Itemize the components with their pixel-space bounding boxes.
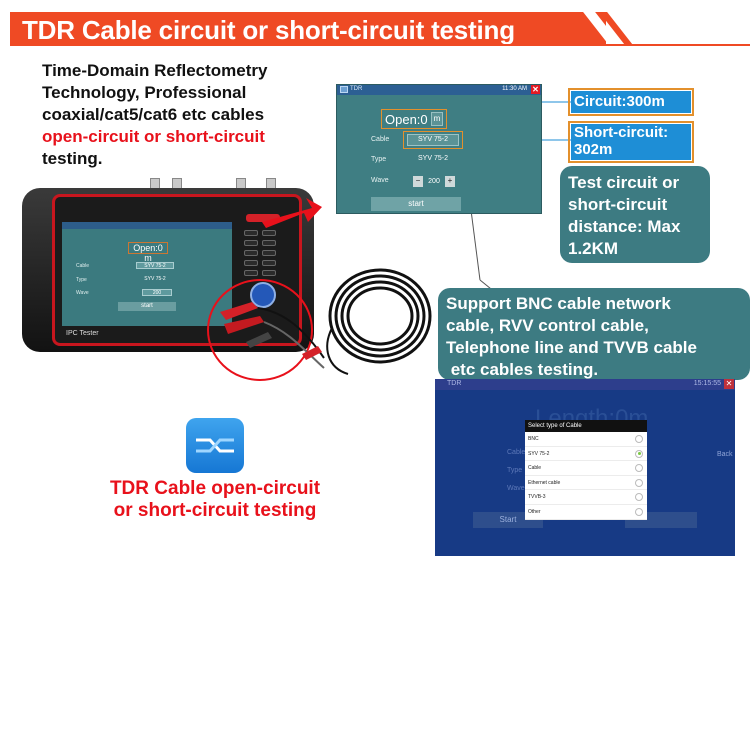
type-side-label: Type [507, 467, 523, 474]
start-button[interactable]: start [371, 197, 461, 211]
type-value: SYV 75-2 [418, 155, 448, 162]
tdr-app-icon[interactable] [186, 418, 244, 473]
page-title: TDR Cable circuit or short-circuit testi… [22, 15, 515, 45]
back-button[interactable]: Back [717, 451, 733, 458]
open-readout: Open:0 [385, 112, 428, 127]
device-key [262, 270, 276, 276]
support-info-box: Support BNC cable network cable, RVV con… [438, 288, 750, 380]
support-line: Support BNC cable network [446, 294, 671, 313]
ipc-tester-device: Open:0 m Cable SYV 75-2 Type SYV 75-2 Wa… [22, 178, 314, 358]
tdr-clock: 11:30 AM [502, 86, 527, 92]
intro-line: testing. [42, 149, 103, 168]
cable-field-highlight [403, 131, 463, 149]
type-label: Type [371, 156, 387, 163]
distance-line: short-circuit [568, 195, 668, 214]
distance-line: distance: Max [568, 217, 681, 236]
dialog-title: Select type of Cable [525, 420, 647, 432]
wave-value: 200 [428, 178, 440, 185]
device-start-button: start [118, 302, 176, 311]
support-line: Telephone line and TVVB cable [446, 338, 697, 357]
distance-line: 1.2KM [568, 239, 619, 258]
tdr-title: TDR [350, 86, 363, 92]
caption-line: TDR Cable open-circuit [109, 478, 321, 499]
cable-option[interactable]: Other [525, 505, 647, 520]
cable-coil-icon [318, 258, 436, 378]
banner-background [10, 12, 606, 45]
device-key [244, 240, 258, 246]
device-key [262, 230, 276, 236]
short-circuit-value: 302m [574, 141, 613, 158]
circuit-callout: Circuit:300m [571, 91, 691, 113]
intro-line: Time-Domain Reflectometry [42, 61, 268, 80]
tdr-titlebar: TDR 11:30 AM ✕ [337, 85, 541, 95]
device-key [244, 250, 258, 256]
intro-line: Technology, Professional [42, 83, 247, 102]
wave-side-label: Wave [507, 485, 525, 492]
intro-line: coaxial/cat5/cat6 etc cables [42, 105, 265, 124]
banner-underline [10, 44, 750, 46]
cable-select[interactable]: SYV 75-2 [407, 134, 459, 146]
alligator-clips-icon [206, 272, 326, 384]
power-key [246, 214, 280, 222]
device-key [262, 240, 276, 246]
caption-line: or short-circuit testing [113, 500, 317, 521]
wave-label: Wave [371, 177, 389, 184]
cable-option[interactable]: TVVB-3 [525, 490, 647, 505]
header-banner: TDR Cable circuit or short-circuit testi… [10, 12, 633, 45]
radio-icon[interactable] [635, 507, 643, 516]
radio-icon[interactable] [635, 435, 643, 443]
device-key [244, 260, 258, 266]
intro-line-highlight: open-circuit or short-circuit [42, 127, 265, 146]
cable-side-label: Cable [507, 449, 526, 456]
device-key [244, 270, 258, 276]
radio-icon[interactable] [635, 464, 643, 473]
support-line: cable, RVV control cable, [446, 316, 649, 335]
device-cable-value: SYV 75-2 [136, 262, 174, 269]
distance-line: Test circuit or [568, 173, 680, 192]
radio-selected-icon[interactable] [635, 449, 643, 458]
select-cable-dialog: Select type of Cable BNC SYV 75-2 Cable … [525, 420, 647, 520]
short-circuit-callout: Short-circuit: 302m [571, 124, 691, 160]
radio-icon[interactable] [635, 478, 643, 487]
cable-option[interactable]: SYV 75-2 [525, 447, 647, 462]
cable-label: Cable [371, 136, 390, 143]
device-screen: Open:0 m Cable SYV 75-2 Type SYV 75-2 Wa… [62, 222, 232, 326]
device-open-readout: Open:0 m [128, 242, 168, 263]
distance-info-box: Test circuit or short-circuit distance: … [560, 166, 710, 263]
app-icon [340, 86, 348, 93]
device-model-label: IPC Tester [66, 330, 99, 337]
device-key [262, 250, 276, 256]
cable-option[interactable]: Ethernet cable [525, 476, 647, 491]
close-icon[interactable]: ✕ [531, 85, 540, 94]
wave-decrease-button[interactable]: − [413, 176, 423, 187]
cable-screen-clock: 15:15:55 [693, 380, 721, 387]
device-wave-label: Wave [76, 290, 89, 296]
device-wave-value: 200 [142, 289, 172, 296]
device-screen-titlebar [62, 222, 232, 229]
radio-icon[interactable] [635, 493, 643, 502]
device-type-value: SYV 75-2 [144, 276, 166, 282]
cable-option[interactable]: Cable [525, 461, 647, 476]
device-key [262, 260, 276, 266]
tdr-screen: TDR 11:30 AM ✕ Open:0 m Cable SYV 75-2 T… [336, 84, 542, 214]
wave-increase-button[interactable]: + [445, 176, 455, 187]
unit-selector[interactable]: m [431, 112, 443, 126]
cable-screen-titlebar: TDR 15:15:55 ✕ [435, 379, 735, 390]
app-icon-caption: TDR Cable open-circuit or short-circuit … [80, 478, 350, 522]
open-readout-highlight [381, 109, 447, 129]
device-type-label: Type [76, 277, 87, 283]
close-icon[interactable]: ✕ [724, 379, 734, 389]
short-circuit-callout-outline [568, 121, 694, 163]
cable-type-screen: TDR 15:15:55 ✕ Length:0m Cable Type Wave… [435, 379, 735, 556]
dpad-icon [250, 282, 276, 308]
support-line: etc cables testing. [446, 360, 599, 379]
cable-option[interactable]: BNC [525, 432, 647, 447]
device-key [244, 230, 258, 236]
cable-screen-title: TDR [447, 380, 462, 387]
intro-text: Time-Domain Reflectometry Technology, Pr… [42, 60, 342, 170]
circuit-callout-outline [568, 88, 694, 116]
short-circuit-label: Short-circuit: [574, 124, 669, 141]
device-cable-label: Cable [76, 263, 90, 269]
